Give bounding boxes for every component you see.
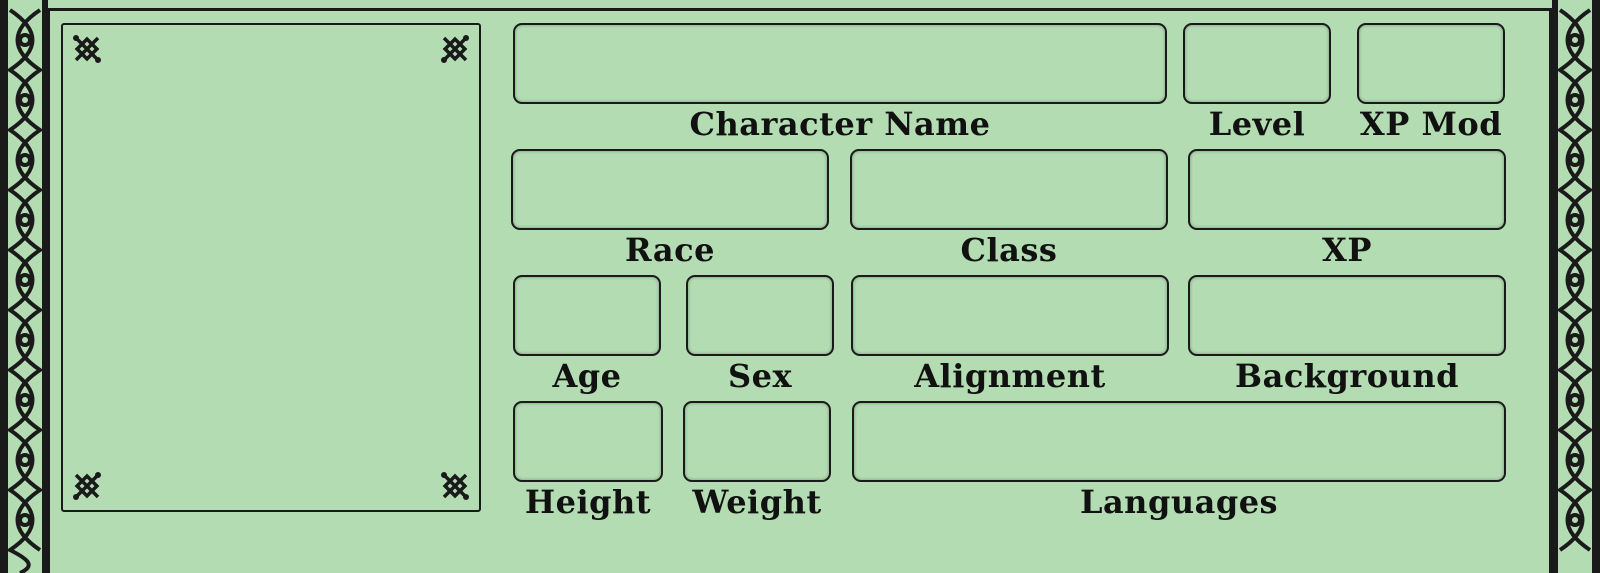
celtic-knot-icon [441, 35, 469, 63]
age-label: Age [552, 357, 622, 395]
height-label: Height [524, 483, 652, 521]
alignment-field[interactable] [851, 275, 1169, 356]
weight-label: Weight [692, 483, 822, 521]
left-ornamental-border [0, 0, 48, 573]
height-field[interactable] [513, 401, 663, 482]
character-name-field[interactable] [513, 23, 1167, 104]
race-field[interactable] [511, 149, 829, 230]
xp-mod-label: XP Mod [1359, 105, 1503, 143]
background-label: Background [1235, 357, 1459, 395]
character-portrait-frame[interactable] [61, 23, 481, 512]
sex-label: Sex [727, 357, 793, 395]
background-field[interactable] [1188, 275, 1506, 356]
languages-label: Languages [1079, 483, 1279, 521]
level-field[interactable] [1183, 23, 1331, 104]
xp-field[interactable] [1188, 149, 1506, 230]
left-inner-rule [47, 9, 50, 573]
alignment-label: Alignment [914, 357, 1106, 395]
character-name-label: Character Name [689, 105, 991, 143]
level-label: Level [1208, 105, 1306, 143]
weight-field[interactable] [683, 401, 831, 482]
celtic-knot-icon [441, 472, 469, 500]
xp-mod-field[interactable] [1357, 23, 1505, 104]
top-border-rule [48, 8, 1552, 11]
age-field[interactable] [513, 275, 661, 356]
sex-field[interactable] [686, 275, 834, 356]
celtic-knot-icon [73, 472, 101, 500]
class-label: Class [960, 231, 1058, 269]
xp-label: XP [1322, 231, 1372, 269]
right-ornamental-border [1552, 0, 1600, 573]
race-label: Race [625, 231, 715, 269]
right-inner-rule [1549, 9, 1552, 573]
languages-field[interactable] [852, 401, 1506, 482]
celtic-knot-icon [73, 35, 101, 63]
class-field[interactable] [850, 149, 1168, 230]
